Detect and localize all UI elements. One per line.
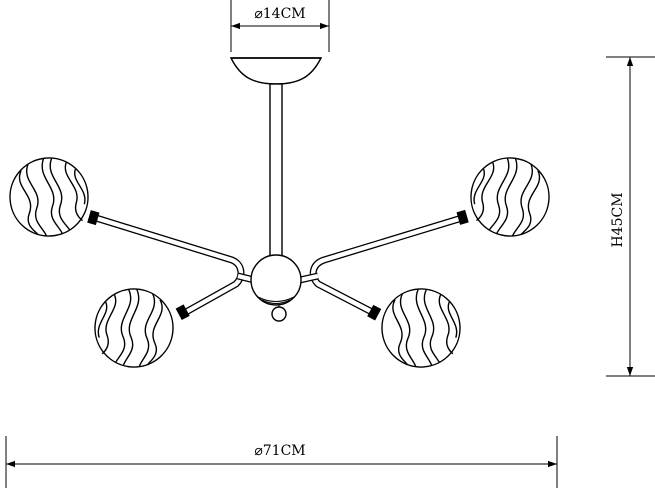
canopy-diameter-label: ⌀14CM bbox=[254, 6, 305, 22]
globe-bottom-right bbox=[378, 285, 464, 371]
right-upper-arm bbox=[299, 214, 464, 316]
socket-collars bbox=[87, 209, 469, 321]
globe-top-right bbox=[465, 152, 555, 242]
overall-width-label: ⌀71CM bbox=[254, 443, 305, 459]
height-label: H45CM bbox=[610, 192, 626, 247]
height-dimension: H45CM bbox=[606, 56, 655, 377]
globe-top-left bbox=[4, 152, 94, 242]
globe-bottom-left bbox=[91, 285, 177, 371]
width-dimension: ⌀71CM bbox=[5, 436, 558, 488]
center-hub bbox=[250, 254, 302, 322]
canopy-dimension: ⌀14CM bbox=[230, 0, 330, 52]
center-stem bbox=[269, 83, 283, 257]
canopy bbox=[229, 57, 323, 85]
